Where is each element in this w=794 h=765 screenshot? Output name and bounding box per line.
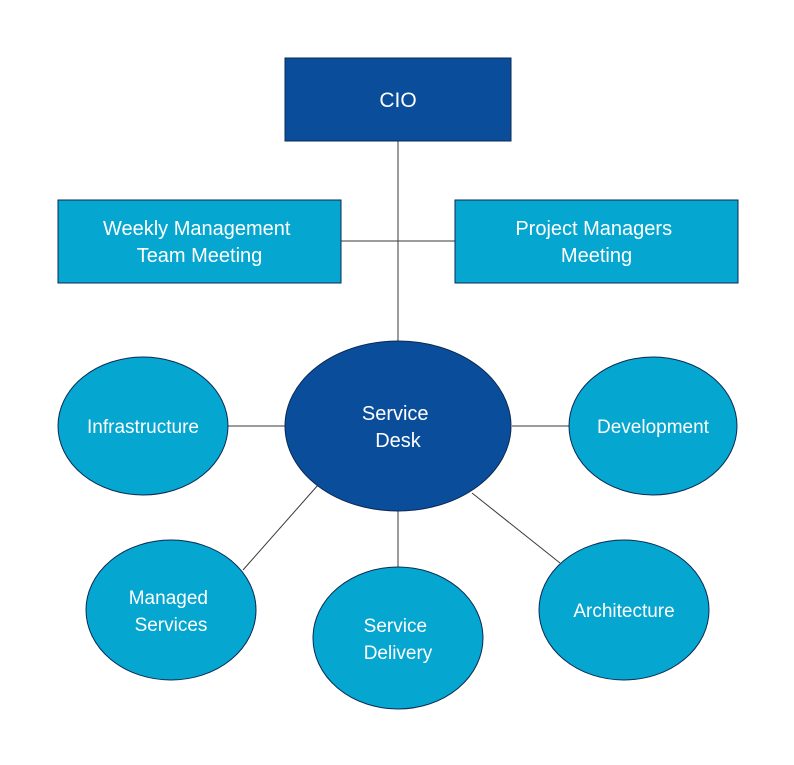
- infrastructure-label: Infrastructure: [87, 417, 199, 438]
- infrastructure-node[interactable]: Infrastructure: [57, 356, 229, 496]
- pm-meeting-label-line-2: Meeting: [561, 245, 632, 267]
- service-delivery-label: Service Delivery: [364, 616, 433, 664]
- infrastructure-shape: [57, 356, 229, 496]
- connectors: [228, 141, 569, 571]
- cio-box-shape: [284, 57, 512, 142]
- architecture-label: Architecture: [573, 601, 674, 622]
- managed-services-label: Managed Services: [129, 588, 214, 636]
- service-desk-label-line-1: Service: [362, 403, 429, 425]
- weekly-meeting-label-line-1: Weekly Management: [103, 218, 291, 240]
- managed-services-shape: [85, 539, 257, 681]
- managed-services-node[interactable]: Managed Services: [85, 539, 257, 681]
- development-shape: [568, 356, 738, 496]
- cio-label-line: CIO: [379, 89, 416, 112]
- connector-desk-architecture: [471, 492, 561, 564]
- weekly-meeting-box[interactable]: Weekly Management Team Meeting: [57, 199, 342, 284]
- pm-meeting-label-line-1: Project Managers: [515, 218, 672, 240]
- development-node[interactable]: Development: [568, 356, 738, 496]
- service-delivery-node[interactable]: Service Delivery: [312, 566, 484, 710]
- service-delivery-label-line-1: Service: [364, 616, 427, 637]
- service-delivery-shape: [312, 566, 484, 710]
- architecture-node[interactable]: Architecture: [538, 539, 710, 681]
- pm-meeting-label: Project Managers Meeting: [515, 218, 677, 267]
- architecture-shape: [538, 539, 710, 681]
- service-desk-label: Service Desk: [362, 403, 434, 452]
- service-desk-node[interactable]: Service Desk: [284, 340, 512, 512]
- weekly-meeting-label-line-2: Team Meeting: [137, 245, 263, 267]
- weekly-meeting-label: Weekly Management Team Meeting: [103, 218, 296, 267]
- pm-meeting-box-shape: [454, 199, 739, 284]
- infrastructure-label-line: Infrastructure: [87, 417, 199, 438]
- managed-services-label-line-2: Services: [135, 615, 208, 636]
- managed-services-label-line-1: Managed: [129, 588, 208, 609]
- connector-desk-managed-services: [242, 484, 319, 571]
- cio-box[interactable]: CIO: [284, 57, 512, 142]
- service-delivery-label-line-2: Delivery: [364, 643, 433, 664]
- service-desk-shape: [284, 340, 512, 512]
- development-label-line: Development: [597, 417, 710, 438]
- weekly-meeting-box-shape: [57, 199, 342, 284]
- pm-meeting-box[interactable]: Project Managers Meeting: [454, 199, 739, 284]
- development-label: Development: [597, 417, 710, 438]
- architecture-label-line: Architecture: [573, 601, 674, 622]
- cio-label: CIO: [379, 89, 416, 112]
- service-desk-label-line-2: Desk: [375, 430, 422, 452]
